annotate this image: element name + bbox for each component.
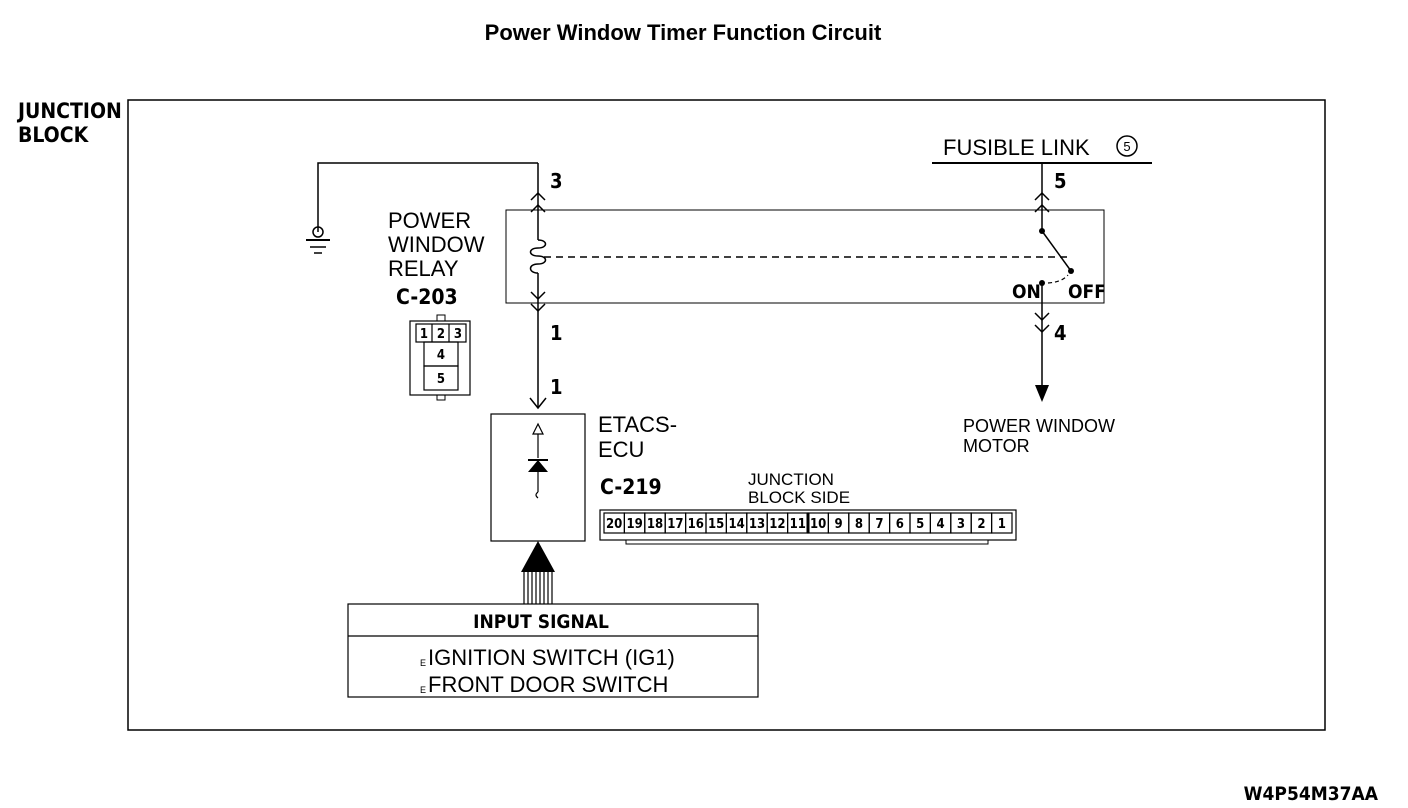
motor-label-line2: MOTOR — [963, 436, 1030, 456]
switch-travel-arc — [1047, 274, 1069, 284]
input-signal-table — [347, 603, 759, 698]
jb-pin-number: 11 — [790, 517, 806, 532]
jb-pin-number: 8 — [855, 517, 863, 532]
jb-pin-number: 2 — [977, 517, 985, 532]
etacs-label-line1: ETACS- — [598, 412, 677, 437]
jb-pin-number: 12 — [769, 517, 785, 532]
relay-connector-icon: 1 2 3 4 5 — [409, 314, 471, 401]
fusible-link-number: 5 — [1123, 139, 1130, 154]
relay-pin-5: 5 — [437, 372, 445, 387]
jb-side-label-line2: BLOCK SIDE — [748, 488, 850, 507]
pin-relay-fuse-side: 5 — [1054, 169, 1067, 193]
relay-label-line1: POWER — [388, 208, 471, 233]
fusible-link-label: FUSIBLE LINK — [943, 135, 1090, 160]
input-signal-item-2: FRONT DOOR SWITCH — [428, 672, 668, 697]
relay-label-line2: WINDOW — [388, 232, 485, 257]
ground-wire — [317, 162, 538, 232]
jb-pin-number: 5 — [916, 517, 924, 532]
motor-arrow-icon — [1035, 385, 1049, 402]
jb-pin-cell — [990, 512, 1013, 534]
ground-icon — [306, 226, 330, 254]
diagram-title: Power Window Timer Function Circuit — [485, 20, 882, 45]
junction-block-label-line1: JUNCTION — [16, 99, 122, 123]
figure-id: W4P54M37AA — [1244, 783, 1379, 805]
switch-off-contact — [1068, 268, 1074, 274]
jb-connector-key — [625, 539, 989, 545]
relay-label-line3: RELAY — [388, 256, 459, 281]
input-signal-item-1: IGNITION SWITCH (IG1) — [428, 645, 675, 670]
switch-off-label: OFF — [1068, 281, 1106, 303]
jb-pin-number: 6 — [896, 517, 904, 532]
relay-box — [505, 209, 1105, 304]
jb-pin-number: 16 — [688, 517, 704, 532]
jb-pin-number: 19 — [626, 517, 642, 532]
etacs-label-line2: ECU — [598, 437, 644, 462]
pin-relay-motor-side: 4 — [1054, 321, 1067, 345]
jb-pin-number: 18 — [647, 517, 663, 532]
jb-pin-number: 7 — [875, 517, 883, 532]
jb-pin-number: 20 — [606, 517, 622, 532]
jb-side-label-line1: JUNCTION — [748, 470, 834, 489]
relay-pin-3: 3 — [454, 327, 462, 342]
jb-pin-number: 15 — [708, 517, 724, 532]
input-bus-icon — [521, 541, 555, 604]
relay-connector-code: C-203 — [396, 285, 458, 309]
jb-pin-number: 14 — [728, 517, 744, 532]
jb-pin-number: 1 — [998, 517, 1006, 532]
relay-pin-1: 1 — [420, 327, 428, 342]
junction-block-frame — [127, 99, 1326, 731]
jb-pin-number: 4 — [937, 517, 945, 532]
jb-pin-number: 17 — [667, 517, 683, 532]
pin-etacs-relay-side: 1 — [550, 375, 563, 399]
relay-pin-4: 4 — [437, 348, 445, 363]
motor-label-line1: POWER WINDOW — [963, 416, 1115, 436]
jb-pin-number: 3 — [957, 517, 965, 532]
jb-pin-number: 9 — [835, 517, 843, 532]
input-signal-bullet-2: E — [420, 685, 426, 695]
input-signal-bullet-1: E — [420, 658, 426, 668]
diode-icon — [528, 422, 548, 499]
pin-relay-ground-side: 3 — [550, 169, 563, 193]
fusible-link-number-circle — [1116, 135, 1138, 157]
etacs-connector-code: C-219 — [600, 475, 662, 499]
junction-block-label-line2: BLOCK — [18, 123, 90, 147]
relay-coil-icon — [529, 239, 547, 274]
input-signal-header: INPUT SIGNAL — [473, 611, 609, 633]
etacs-input-arrow — [529, 397, 547, 410]
relay-switch-icon — [1041, 230, 1072, 272]
jb-pin-number: 10 — [810, 517, 826, 532]
switch-on-label: ON — [1012, 281, 1041, 303]
jb-pin-number: 13 — [749, 517, 765, 532]
pin-relay-etacs-side: 1 — [550, 321, 563, 345]
relay-pin-2: 2 — [437, 327, 445, 342]
